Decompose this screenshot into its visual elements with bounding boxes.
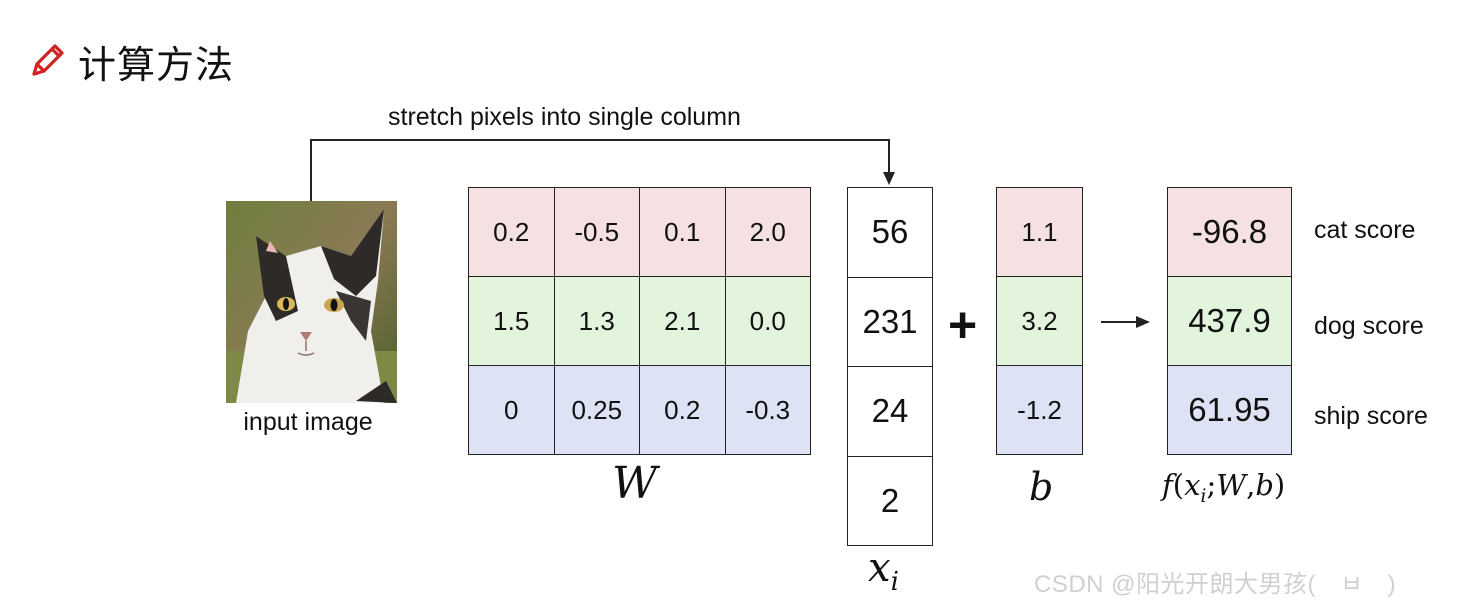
weight-label: W bbox=[612, 458, 658, 509]
ship-score-label: ship score bbox=[1314, 402, 1428, 430]
output-cell: 61.95 bbox=[1168, 366, 1292, 455]
bias-cell: 3.2 bbox=[997, 277, 1083, 366]
output-cell: 437.9 bbox=[1168, 277, 1292, 366]
weight-cell: 0.1 bbox=[640, 188, 726, 277]
weight-cell: 2.0 bbox=[725, 188, 811, 277]
stretch-label: stretch pixels into single column bbox=[388, 103, 741, 131]
bias-cell: -1.2 bbox=[997, 366, 1083, 455]
output-cell: -96.8 bbox=[1168, 188, 1292, 277]
pixel-cell: 56 bbox=[848, 188, 933, 278]
output-label: f(xi;W,b) bbox=[1162, 468, 1286, 507]
weight-matrix: 0.2 -0.5 0.1 2.0 1.5 1.3 2.1 0.0 0 0.25 … bbox=[468, 187, 811, 455]
weight-cell: 1.5 bbox=[469, 277, 555, 366]
weight-cell: 2.1 bbox=[640, 277, 726, 366]
pixel-cell: 2 bbox=[848, 456, 933, 546]
bias-cell: 1.1 bbox=[997, 188, 1083, 277]
section-title: 计算方法 bbox=[26, 36, 235, 87]
output-vector: -96.8 437.9 61.95 bbox=[1167, 187, 1292, 455]
weight-cell: 0.2 bbox=[640, 366, 726, 455]
watermark: CSDN @阳光开朗大男孩( ㅂ ) bbox=[1034, 571, 1397, 598]
cat-score-label: cat score bbox=[1314, 216, 1416, 244]
pixel-vector: 56 231 24 2 bbox=[847, 187, 933, 546]
page-title: 计算方法 bbox=[78, 42, 235, 87]
weight-cell: -0.3 bbox=[725, 366, 811, 455]
bias-label: b bbox=[1029, 465, 1054, 509]
pixel-cell: 231 bbox=[848, 277, 933, 367]
dog-score-label: dog score bbox=[1314, 312, 1424, 340]
weight-cell: 0 bbox=[469, 366, 555, 455]
pixel-label: xi bbox=[868, 545, 899, 597]
weight-cell: 0.0 bbox=[725, 277, 811, 366]
cat-photo bbox=[226, 201, 397, 403]
input-image-label: input image bbox=[243, 408, 373, 436]
pixel-cell: 24 bbox=[848, 367, 933, 457]
weight-cell: 0.25 bbox=[554, 366, 640, 455]
plus-operator: + bbox=[948, 297, 978, 353]
bias-vector: 1.1 3.2 -1.2 bbox=[996, 187, 1083, 455]
weight-cell: -0.5 bbox=[554, 188, 640, 277]
weight-cell: 1.3 bbox=[554, 277, 640, 366]
weight-cell: 0.2 bbox=[469, 188, 555, 277]
pencil-icon bbox=[32, 44, 64, 76]
